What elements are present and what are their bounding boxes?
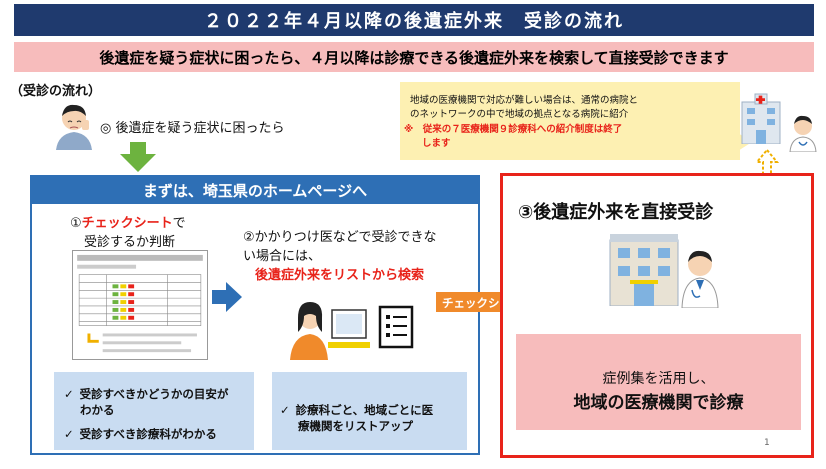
step1-number: ①: [70, 216, 82, 231]
doctor-icon: [789, 115, 817, 152]
diagnosis-box: [516, 334, 801, 430]
checklist-item: ✓ 受診すべき診療科がわかる: [64, 426, 217, 442]
checklist-item: ✓ 受診すべきかどうかの目安が: [64, 386, 228, 402]
diagnosis-highlight: 地域の医療機関で診療: [573, 393, 744, 413]
info-text-line: 地域の医療機関で対応が難しい場合は、通常の病院と: [410, 95, 639, 106]
step1-text: ①チェックシートで: [70, 212, 186, 231]
info-note: します: [422, 138, 451, 149]
list-icon: [378, 305, 414, 349]
person-at-computer-icon: [290, 302, 370, 360]
check-icon: ✓: [280, 403, 290, 417]
step1-text-line2: 受診するか判断: [84, 235, 176, 250]
check-icon: ✓: [64, 427, 74, 441]
right-arrow-icon: [212, 282, 242, 312]
diagnosis-text: 症例集を活用し、: [602, 371, 715, 387]
info-callout: [400, 82, 740, 160]
checklist-item-text: 診療科ごと、地域ごとに医: [295, 403, 434, 417]
page-subtitle: 後遺症を疑う症状に困ったら、４月以降は診療できる後遺症外来を検索して直接受診でき…: [14, 42, 814, 72]
info-text-line: のネットワークの中で地域の拠点となる病院に紹介: [410, 109, 629, 120]
step2-text: ②かかりつけ医などで受診できな: [243, 230, 437, 245]
step2-search-highlight: 後遺症外来をリストから検索: [255, 268, 425, 283]
up-arrow-icon: [755, 148, 779, 187]
step1-suffix: で: [172, 216, 186, 231]
checklist-item-text: 受診すべき診療科がわかる: [79, 427, 217, 441]
page-number: 1: [764, 438, 770, 448]
step2-text-line2: い場合には、: [243, 249, 322, 264]
page-title: ２０２２年４月以降の後遺症外来 受診の流れ: [14, 4, 814, 36]
checklist-item-text: 受診すべきかどうかの目安が: [79, 387, 229, 401]
checklist-box: [272, 372, 467, 450]
worried-person-icon: [56, 104, 92, 150]
info-note: ※ 従来の７医療機関９診療科への紹介制度は終了: [404, 124, 623, 135]
checksheet-thumbnail: [72, 250, 208, 360]
symptom-text: ◎ 後遺症を疑う症状に困ったら: [100, 121, 285, 136]
flow-heading: （受診の流れ）: [10, 84, 102, 99]
checklist-item: ✓ 診療科ごと、地域ごとに医: [280, 402, 433, 418]
checksheet-highlight: チェックシート: [81, 216, 173, 231]
step3-title: ③後遺症外来を直接受診: [518, 202, 714, 223]
panel-header: まずは、埼玉県のホームページへ: [32, 177, 478, 204]
down-arrow-icon: [120, 142, 156, 172]
checklist-item-continued: 療機関をリストアップ: [298, 419, 413, 433]
hospital-icon: [609, 234, 679, 306]
checklist-box: [54, 372, 254, 450]
check-icon: ✓: [64, 387, 74, 401]
hospital-icon: [741, 93, 781, 144]
doctor-icon: [681, 250, 719, 308]
checklist-item-continued: わかる: [80, 403, 115, 417]
